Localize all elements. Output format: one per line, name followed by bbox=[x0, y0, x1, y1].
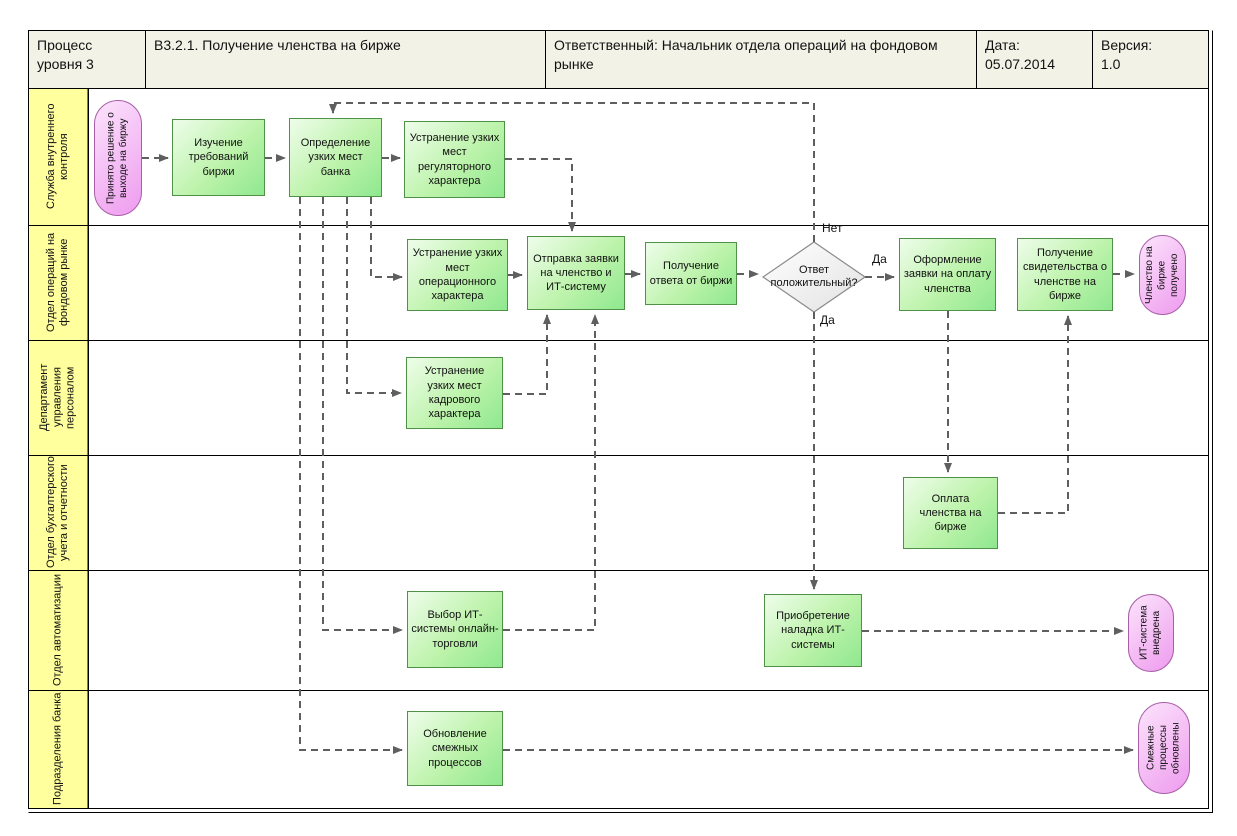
process-box-fix-operational: Устранение узких мест операционного хара… bbox=[407, 239, 508, 311]
event-membership-obtained: Членство на бирже получено bbox=[1139, 235, 1186, 315]
lane-label-column bbox=[28, 88, 89, 809]
lane-label-accounting: Отдел бухгалтерского учета и отчетности bbox=[44, 456, 70, 569]
event-it-system-implemented: ИТ-система внедрена bbox=[1128, 594, 1174, 672]
edge-label-no: Нет bbox=[822, 221, 843, 235]
edge-identify-to-choose-it bbox=[322, 197, 403, 634]
process-box-fix-hr: Устранение узких мест кадрового характер… bbox=[406, 357, 503, 429]
header-version-label: Версия: bbox=[1101, 37, 1153, 53]
edge-pay-membership-to-get-certificate bbox=[998, 315, 1072, 514]
lane-label-stock-operations: Отдел операций на фондовом рынке bbox=[44, 232, 70, 333]
event-start-decision-made: Принято решение о выходе на биржу bbox=[94, 100, 142, 216]
edge-fix-hr-to-send-application bbox=[503, 314, 551, 395]
header-process-title: В3.2.1. Получение членства на бирже bbox=[154, 37, 401, 53]
header-date-value: 05.07.2014 bbox=[985, 55, 1056, 72]
process-box-fix-regulatory: Устранение узких мест регуляторного хара… bbox=[404, 121, 505, 198]
process-box-get-certificate: Получение свидетельства о членстве на би… bbox=[1017, 238, 1113, 311]
edge-identify-to-fix-hr bbox=[346, 197, 402, 397]
edge-identify-to-fix-operational bbox=[370, 197, 403, 281]
header-date: Дата: 05.07.2014 bbox=[976, 30, 1092, 88]
edge-fix-regulatory-to-send-application bbox=[505, 158, 576, 232]
edge-no-loop-to-identify bbox=[329, 102, 815, 242]
lane-label-internal-control: Служба внутреннего контроля bbox=[44, 103, 70, 210]
header-version-value: 1.0 bbox=[1101, 55, 1121, 72]
diagram-frame bbox=[28, 30, 1209, 809]
process-box-pay-membership: Оплата членства на бирже bbox=[903, 477, 998, 549]
lane-label-automation: Отдел автоматизации bbox=[51, 574, 64, 686]
process-box-payment-request: Оформление заявки на оплату членства bbox=[899, 238, 996, 311]
decision-answer-positive: Ответ положительный? bbox=[770, 264, 858, 289]
process-box-update-processes: Обновление смежных процессов bbox=[407, 711, 503, 786]
process-box-receive-answer: Получение ответа от биржи bbox=[645, 242, 737, 305]
edge-identify-to-update-processes bbox=[299, 197, 403, 754]
edge-label-yes-right: Да bbox=[872, 252, 887, 266]
header-version: Версия: 1.0 bbox=[1092, 30, 1208, 88]
header-date-label: Дата: bbox=[985, 37, 1020, 53]
event-processes-updated: Смежные процессы обновлены bbox=[1138, 702, 1190, 794]
process-box-study-requirements: Изучение требований биржи bbox=[172, 119, 265, 196]
lane-label-bank-divisions: Подразделения банка bbox=[51, 692, 64, 806]
lane-label-hr-department: Департамент управления персоналом bbox=[38, 363, 77, 432]
process-box-identify-bottlenecks: Определение узких мест банка bbox=[289, 118, 382, 197]
header-row-background bbox=[28, 30, 1209, 89]
header-process-level: Процесс уровня 3 bbox=[37, 37, 94, 72]
process-box-acquire-it-system: Приобретение наладка ИТ-системы bbox=[764, 594, 862, 667]
process-box-send-application: Отправка заявки на членство и ИТ-систему bbox=[527, 236, 625, 310]
edge-label-yes-down: Да bbox=[820, 313, 835, 327]
process-box-choose-it-system: Выбор ИТ-системы онлайн-торговли bbox=[407, 591, 503, 668]
edge-choose-it-to-send-application bbox=[503, 314, 599, 631]
lane-dividers bbox=[28, 88, 1209, 809]
header-dividers bbox=[145, 30, 1093, 89]
outer-frame bbox=[28, 30, 1213, 813]
header-responsible: Ответственный: Начальник отдела операций… bbox=[554, 37, 938, 72]
